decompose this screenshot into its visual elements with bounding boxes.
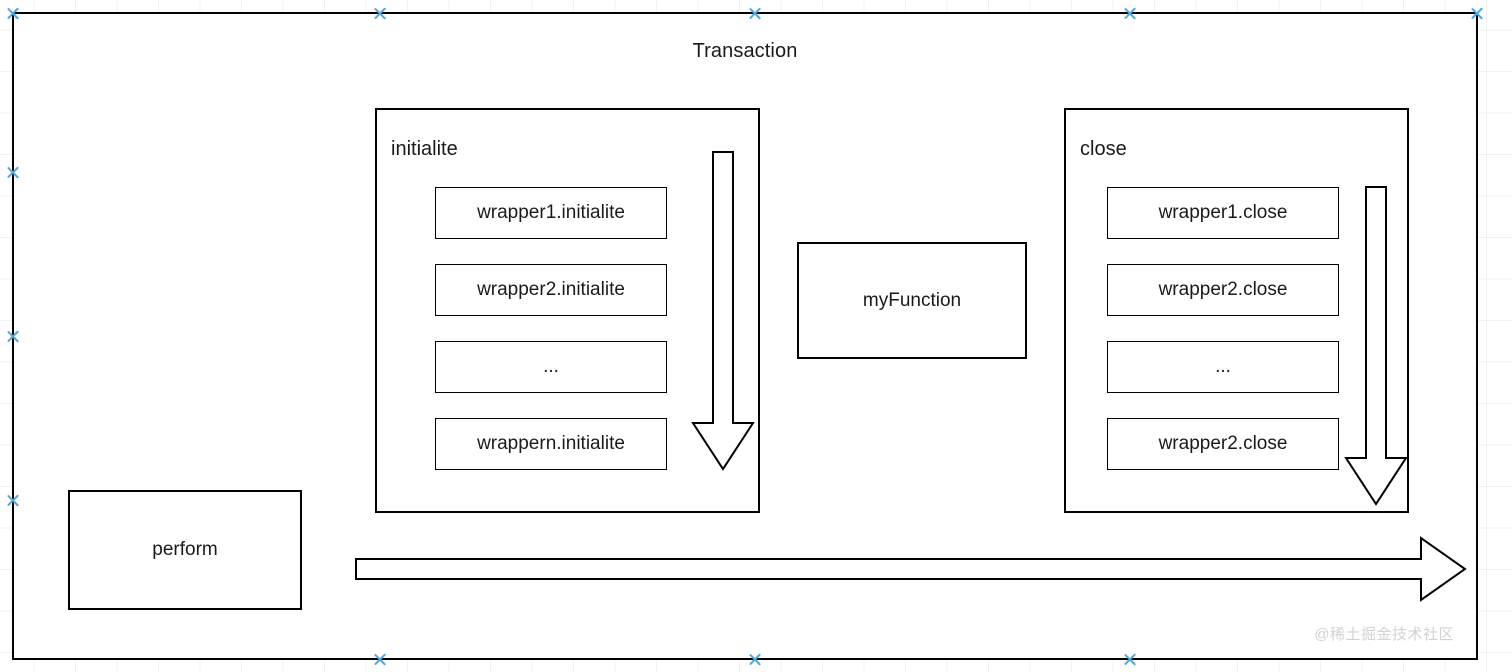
transaction-container: Transaction initialite wrapper1.initiali… (12, 12, 1478, 660)
group-label-initialite: initialite (391, 138, 458, 160)
step-label: ... (1215, 356, 1231, 377)
step-label: wrapper1.initialite (477, 202, 625, 223)
step-box-close-1[interactable]: wrapper1.close (1107, 187, 1339, 239)
watermark: @稀土掘金技术社区 (1314, 626, 1454, 643)
down-arrow-initialite (691, 151, 755, 471)
step-box-close-n[interactable]: wrapper2.close (1107, 418, 1339, 470)
perform-box[interactable]: perform (68, 490, 302, 610)
step-box-initialite-2[interactable]: wrapper2.initialite (435, 264, 667, 316)
group-box-close: close wrapper1.close wrapper2.close ... … (1064, 108, 1409, 513)
step-label: wrapper1.close (1158, 202, 1288, 223)
perform-label: perform (152, 539, 218, 560)
down-arrow-close (1344, 186, 1408, 506)
step-box-close-ellipsis[interactable]: ... (1107, 341, 1339, 393)
step-label: wrapper2.initialite (477, 279, 625, 300)
step-label: ... (543, 356, 559, 377)
flow-right-arrow (355, 536, 1467, 602)
step-box-initialite-ellipsis[interactable]: ... (435, 341, 667, 393)
step-box-close-2[interactable]: wrapper2.close (1107, 264, 1339, 316)
my-function-box[interactable]: myFunction (797, 242, 1027, 359)
diagram-title: Transaction (692, 40, 798, 62)
step-label: wrappern.initialite (477, 433, 625, 454)
step-label: wrapper2.close (1158, 279, 1288, 300)
my-function-label: myFunction (862, 289, 962, 311)
step-label: wrapper2.close (1158, 433, 1288, 454)
step-box-initialite-n[interactable]: wrappern.initialite (435, 418, 667, 470)
group-label-close: close (1080, 138, 1127, 160)
step-box-initialite-1[interactable]: wrapper1.initialite (435, 187, 667, 239)
group-box-initialite: initialite wrapper1.initialite wrapper2.… (375, 108, 760, 513)
